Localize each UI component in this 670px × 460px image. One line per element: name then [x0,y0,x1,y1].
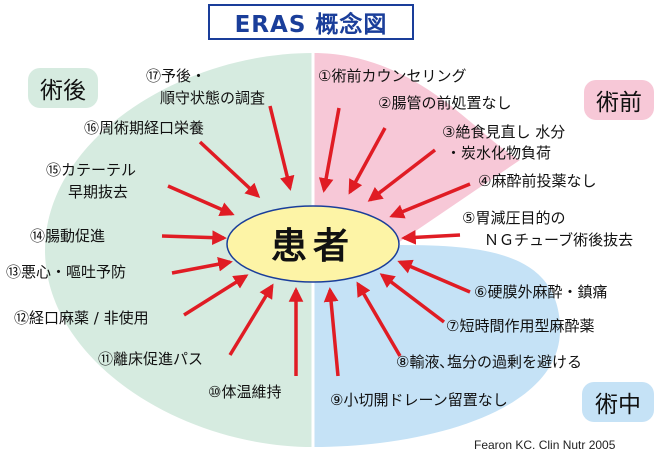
arrow-7 [379,273,446,324]
item-5-line-2: ＮＧチューブ術後抜去 [484,231,634,249]
item-13: ⑬悪心・嘔吐予防 [6,263,127,281]
item-4: ④麻酔前投薬なし [478,172,597,190]
item-7: ⑦短時間作用型麻酔薬 [446,317,595,335]
item-8: ⑧輸液､塩分の過剰を避ける [396,353,582,371]
citation: Fearon KC. Clin Nutr 2005 [474,438,616,452]
intra-op-region [313,245,560,447]
item-16: ⑯周術期経口栄養 [84,119,205,137]
item-2: ②腸管の前処置なし [378,94,512,112]
item-5-line-1: ⑤胃減圧目的の [462,209,566,227]
pre-op-region [313,53,520,245]
phase-post-op: 術後 [28,68,98,108]
post-op-region [45,53,313,447]
diagram-title: ERAS 概念図 [234,12,388,38]
item-1: ①術前カウンセリング [318,67,467,85]
arrows [161,105,471,377]
item-9: ⑨小切開ドレーン留置なし [330,391,508,409]
item-17-line-1: ⑰予後・ [146,67,207,85]
item-14: ⑭腸動促進 [30,227,106,245]
arrow-1 [318,107,341,193]
title-box: ERAS 概念図 [208,4,414,40]
arrow-16 [198,140,261,199]
item-17-line-2: 順守状態の調査 [160,89,266,107]
arrow-9 [323,287,340,377]
arrow-12 [183,274,249,317]
item-15-line-1: ⑮カテーテル [46,161,137,179]
item-12: ⑫経口麻薬 / 非使用 [14,309,149,327]
item-3-line-1: ③絶食見直し 水分 [442,123,566,141]
arrow-13 [171,256,233,275]
phase-pre-op: 術前 [584,80,654,120]
arrow-8 [356,281,402,357]
item-11: ⑪離床促進パス [98,350,204,368]
item-10: ⑩体温維持 [208,383,282,401]
arrow-3 [367,148,437,202]
arrow-4 [389,182,471,219]
arrow-11 [228,283,274,356]
patient-label: 患者 [270,226,355,267]
item-15-line-2: 早期抜去 [68,183,129,201]
arrow-5 [401,230,461,245]
phase-intra-op: 術中 [582,382,654,422]
arrow-6 [397,259,471,294]
arrow-15 [167,184,235,217]
item-3-line-2: ・炭水化物負荷 [446,144,552,162]
arrow-2 [348,127,387,195]
item-6: ⑥硬膜外麻酔・鎮痛 [474,283,608,301]
patient-ellipse [226,205,400,283]
arrow-17 [268,105,295,191]
arrow-14 [161,230,227,245]
